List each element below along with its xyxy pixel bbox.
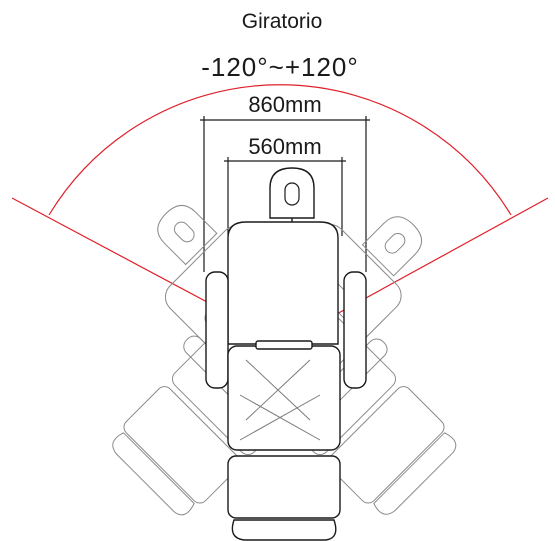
footrest [231, 519, 337, 541]
ghost-part [373, 432, 457, 515]
ghost-part [157, 204, 218, 266]
title-label: Giratorio [242, 10, 323, 33]
dimension-lines [200, 116, 370, 272]
rotation-arc [48, 84, 512, 216]
headrest [269, 167, 315, 219]
chair-main [205, 167, 367, 541]
ghost-part [112, 432, 195, 516]
legrest [227, 455, 341, 519]
seat-hinge [255, 340, 313, 350]
ghost-part [384, 232, 406, 254]
base-crossbars [239, 359, 321, 441]
backrest [227, 221, 339, 345]
ghost-part [327, 386, 445, 504]
ghost-part [123, 386, 241, 504]
headrest-hole [284, 182, 300, 206]
inner-width-label: 560mm [248, 134, 321, 159]
armrest-left [205, 271, 229, 389]
outer-width-label: 860mm [248, 92, 321, 117]
rotation-range-label: -120°~+120° [201, 52, 359, 82]
armrest-right [343, 271, 367, 389]
ghost-part [361, 216, 423, 277]
ghost-part [173, 221, 195, 243]
